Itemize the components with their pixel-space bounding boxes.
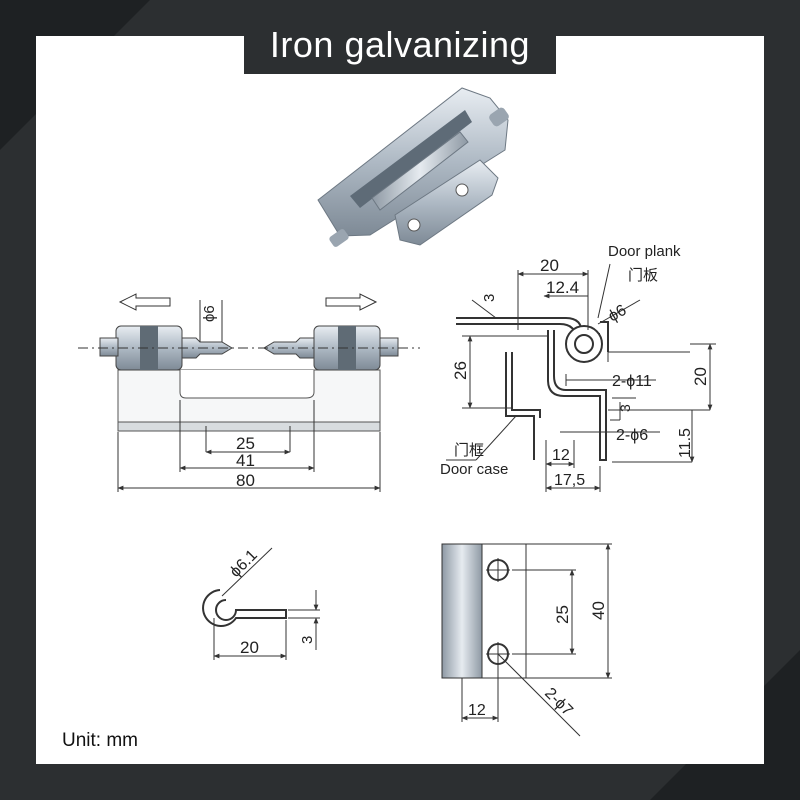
side-dim-20-top: 20 [540,256,559,275]
front-dim-25: 25 [236,434,255,453]
plate-view [441,543,612,737]
plate-dim-40: 40 [589,601,608,620]
side-dim-12-4: 12.4 [546,278,579,297]
side-dim-26: 26 [451,361,470,380]
hinge-photo [317,87,509,247]
side-dim-2-phi11: 2-ϕ11 [612,373,652,390]
front-view [78,293,420,492]
leaf-dim-20: 20 [240,638,259,657]
side-dim-phi6: ϕ6 [606,302,630,326]
side-dim-2-phi6: 2-ϕ6 [616,427,648,444]
size-details-label: Size details [606,734,764,767]
door-plank-cn-label: 门板 [628,266,658,284]
side-dim-17-5: 17,5 [554,472,585,489]
plate-dim-25: 25 [553,605,572,624]
front-dim-41: 41 [236,451,255,470]
leaf-dim-3: 3 [299,636,316,644]
plate-dim-12: 12 [468,702,486,719]
title-banner: Iron galvanizing [244,18,556,74]
door-case-cn-label: 门框 [454,442,484,459]
side-dim-11-5: 11.5 [677,428,694,458]
side-dim-20-right: 20 [691,367,710,386]
side-view [446,263,716,492]
leaf-profile [202,547,320,660]
page-title: Iron galvanizing [269,24,531,65]
side-dim-3: 3 [481,294,498,302]
leaf-dim-phi6-1: ϕ6.1 [227,547,261,581]
front-hole-dim: ϕ6 [201,305,218,322]
unit-label: Unit: mm [62,730,138,751]
door-plank-label: Door plank [608,243,681,260]
side-dim-12: 12 [552,447,570,464]
side-dim-3-small: 3 [617,404,633,412]
door-case-label: Door case [440,461,508,478]
front-dim-80: 80 [236,471,255,490]
